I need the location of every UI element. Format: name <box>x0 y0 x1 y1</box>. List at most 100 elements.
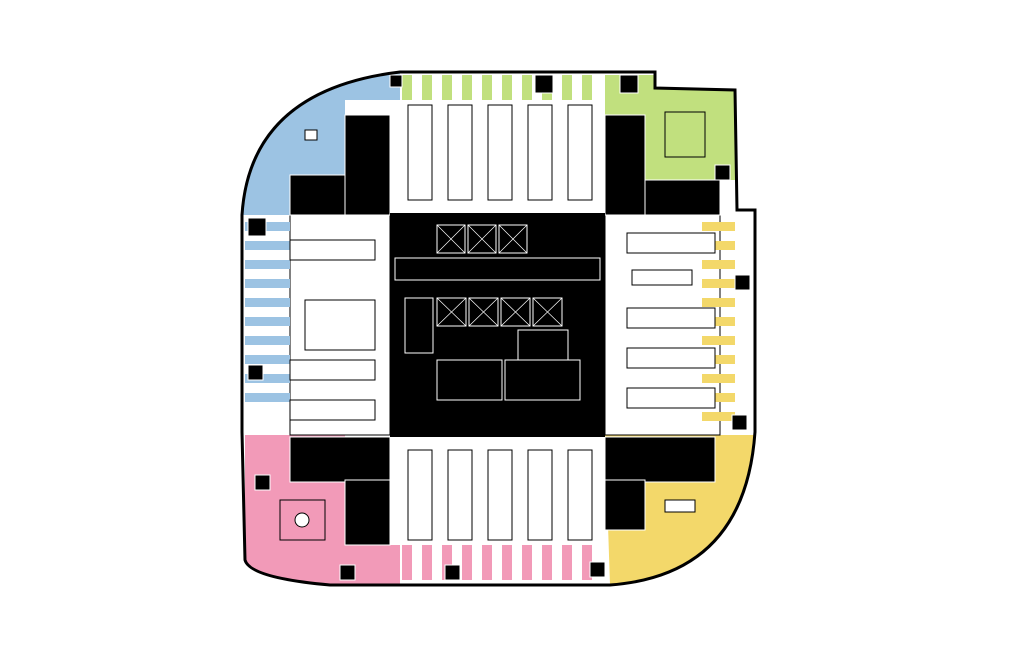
desk-cluster-top <box>487 104 513 201</box>
pink-stripe <box>542 545 552 580</box>
west-stair <box>304 299 376 351</box>
yellow-stripe <box>702 222 735 231</box>
pink-stripe <box>502 545 512 580</box>
blue-stripe <box>245 336 290 345</box>
elevator-shaft <box>436 297 467 327</box>
service-room <box>731 414 748 431</box>
blue-stripe <box>245 260 290 269</box>
round-table-icon <box>294 512 310 528</box>
service-room <box>444 564 461 581</box>
service-room <box>714 164 731 181</box>
elevator-cross-icon <box>500 297 531 327</box>
service-room <box>247 217 267 237</box>
stair-west <box>404 297 434 354</box>
blue-stripe <box>245 279 290 288</box>
desk-cluster-left <box>289 399 376 421</box>
desk-cluster-left <box>289 359 376 381</box>
blue-zone <box>242 72 400 215</box>
desk-cluster-right <box>626 387 716 409</box>
elevator-cross-icon <box>468 297 499 327</box>
yellow-stripe <box>702 374 735 383</box>
desk-cluster-bottom <box>567 449 593 541</box>
desk-cluster-right <box>626 232 716 254</box>
blue-stripe <box>245 374 290 383</box>
service-room <box>604 479 646 531</box>
service-room <box>604 436 716 483</box>
service-room <box>254 474 271 491</box>
green-stripe <box>402 75 412 100</box>
elevator-shaft <box>436 224 466 254</box>
yellow-stripe <box>702 260 735 269</box>
service-room <box>289 174 346 216</box>
elevator-shaft <box>500 297 531 327</box>
blue-stripe <box>245 317 290 326</box>
blue-stripe <box>245 241 290 250</box>
service-rooms <box>247 74 751 581</box>
service-room <box>589 561 606 578</box>
desk-cluster-top <box>447 104 473 201</box>
elevator-shaft <box>467 224 497 254</box>
core-room <box>436 359 503 401</box>
service-room <box>644 179 721 216</box>
blue-stripe <box>245 298 290 307</box>
elevator-cross-icon <box>498 224 528 254</box>
service-room <box>734 274 751 291</box>
elevator-lobby <box>394 257 601 281</box>
yellow-stripe <box>702 317 735 326</box>
building-core <box>390 213 605 437</box>
service-room <box>247 364 264 381</box>
elevator-cross-icon <box>436 297 467 327</box>
yellow-stripe <box>702 241 735 250</box>
elevator-cross-icon <box>467 224 497 254</box>
green-stripe <box>462 75 472 100</box>
desk-cluster-bottom <box>487 449 513 541</box>
elevator-shaft <box>498 224 528 254</box>
yellow-stripe <box>702 393 735 402</box>
desk-cluster-right <box>626 347 716 369</box>
pink-stripe <box>562 545 572 580</box>
desk-cluster-top <box>527 104 553 201</box>
pink-stripe <box>422 545 432 580</box>
pink-stripe <box>462 545 472 580</box>
service-room <box>534 74 554 94</box>
yellow-stripe <box>702 279 735 288</box>
service-room <box>344 479 391 546</box>
desk-cluster-bottom <box>407 449 433 541</box>
desk-cluster-right <box>626 307 716 329</box>
blue-stripe <box>245 355 290 364</box>
desk-cluster-left <box>289 239 376 261</box>
pink-stripe <box>442 545 452 580</box>
desk-groups <box>279 104 716 541</box>
service-room <box>604 114 646 216</box>
yellow-stripe <box>702 412 735 421</box>
core-room <box>504 359 581 401</box>
green-stripe <box>482 75 492 100</box>
pink-stripe <box>582 545 592 580</box>
service-room <box>339 564 356 581</box>
blue-stripe <box>245 222 290 231</box>
desk-cluster-top <box>407 104 433 201</box>
pink-stripe <box>482 545 492 580</box>
green-stripe <box>422 75 432 100</box>
green-stripe <box>562 75 572 100</box>
circulation-stripes <box>245 75 735 580</box>
elevator-shaft <box>532 297 563 327</box>
pink-stripe <box>522 545 532 580</box>
lounge-chair <box>304 129 318 141</box>
yellow-stripe <box>702 336 735 345</box>
service-room <box>619 74 639 94</box>
service-room <box>389 74 403 88</box>
desk-cluster-bottom <box>447 449 473 541</box>
green-stripe <box>502 75 512 100</box>
desk-cluster-bottom <box>527 449 553 541</box>
yellow-stripe <box>702 355 735 364</box>
meeting-table-pink <box>279 499 326 541</box>
pink-zone <box>245 435 400 585</box>
meeting-area-green <box>664 111 706 158</box>
elevator-cross-icon <box>532 297 563 327</box>
desk-cluster-top <box>567 104 593 201</box>
elevator-cross-icon <box>436 224 466 254</box>
blue-stripe <box>245 393 290 402</box>
yellow-stripe <box>702 298 735 307</box>
